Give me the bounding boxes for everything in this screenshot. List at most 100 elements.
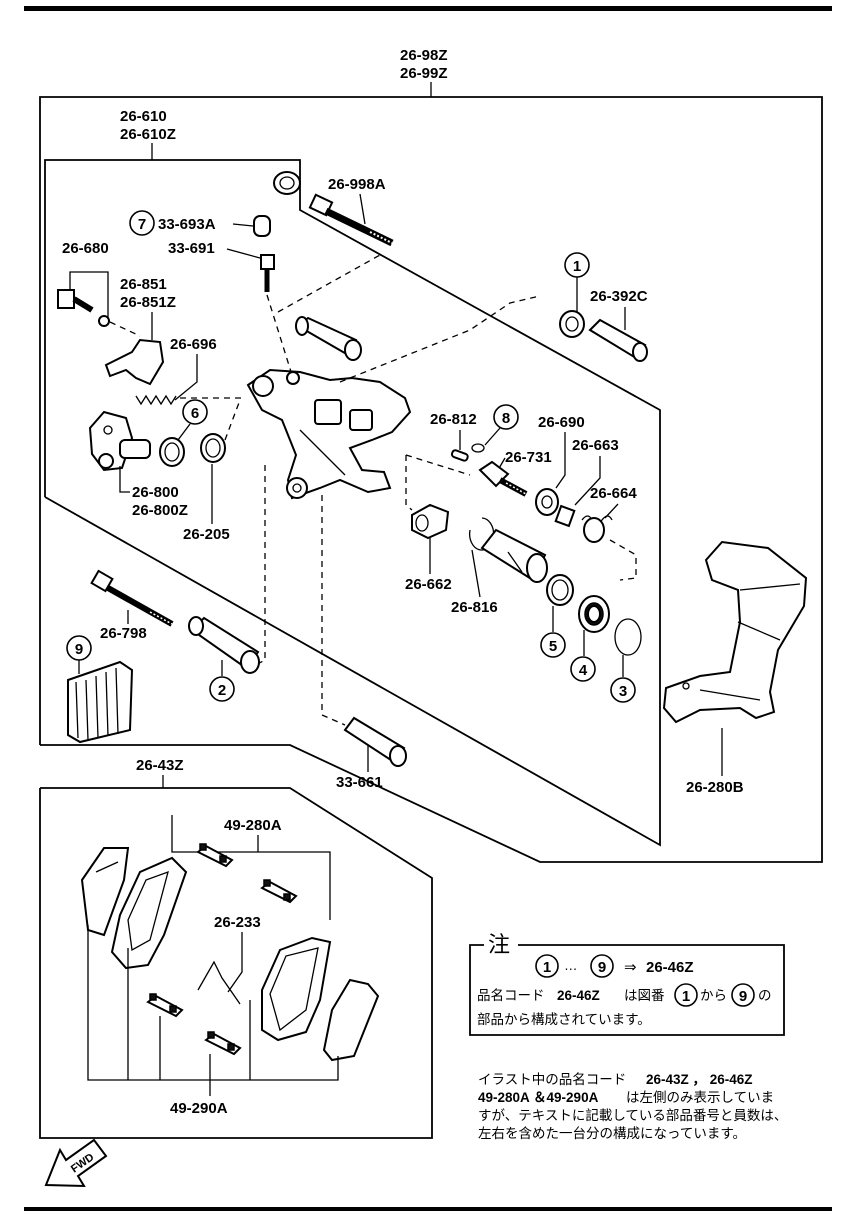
circle-7-number: 7 xyxy=(138,216,146,233)
caliper-support-bracket xyxy=(662,540,808,724)
sleeve-boot xyxy=(559,310,585,338)
circle-6-number: 6 xyxy=(191,405,199,422)
fwd-arrow-icon: FWD xyxy=(44,1138,108,1188)
circle-8 xyxy=(493,404,519,430)
note-line2-prefix: 品名コード xyxy=(477,988,545,1003)
label-33-693A: 33-693A xyxy=(158,216,216,233)
leader-circle-6 xyxy=(177,423,191,441)
label-26-812: 26-812 xyxy=(430,411,477,428)
circle-3 xyxy=(610,677,636,703)
bleeder-cap xyxy=(253,215,271,237)
dash-body-sleeve xyxy=(339,295,541,383)
note-arrow: ⇒ xyxy=(624,959,637,976)
brake-pad-right xyxy=(261,936,332,1042)
dash-bleeder xyxy=(266,294,293,376)
label-26-851Z: 26-851Z xyxy=(120,294,176,311)
note-line2-kara: から xyxy=(700,988,727,1003)
assembly-frame xyxy=(39,96,823,863)
assembly-code-2: 26-99Z xyxy=(400,65,448,82)
label-26-798: 26-798 xyxy=(100,625,147,642)
dust-boot-4 xyxy=(578,595,610,633)
pad-kit-bracket-bottom xyxy=(87,925,339,1081)
lever-seal xyxy=(159,437,185,467)
top-rule xyxy=(24,6,832,11)
spring-pin xyxy=(450,449,469,462)
circle-2-number: 2 xyxy=(218,682,226,699)
retainer xyxy=(554,504,576,528)
label-26-662: 26-662 xyxy=(405,576,452,593)
adjuster-spindle xyxy=(478,460,528,497)
dash-bolt xyxy=(109,321,141,337)
leader-26-696 xyxy=(174,354,198,401)
leader-26-680 xyxy=(69,271,109,318)
guide-bolt-26-798 xyxy=(90,569,174,627)
note-circle-9-number: 9 xyxy=(598,959,606,976)
circle-4 xyxy=(570,656,596,682)
pad-clip-lower-left xyxy=(146,993,184,1018)
label-26-392C: 26-392C xyxy=(590,288,648,305)
brake-pad-left xyxy=(110,856,188,970)
footnote-line1-prefix: イラスト中の品名コード xyxy=(478,1072,626,1087)
circle-3-number: 3 xyxy=(619,683,627,700)
note-circle-1-number: 1 xyxy=(543,959,551,976)
body-guide-pin xyxy=(295,316,362,361)
label-26-690: 26-690 xyxy=(538,414,585,431)
circle-1-number: 1 xyxy=(573,258,581,275)
note-kit-code: 26-46Z xyxy=(646,959,694,976)
label-26-998A: 26-998A xyxy=(328,176,386,193)
leader-33-693A xyxy=(232,223,254,227)
bleeder-screw xyxy=(260,254,275,292)
label-26-233: 26-233 xyxy=(214,914,261,931)
rubber-cap xyxy=(273,171,301,195)
label-49-280A: 49-280A xyxy=(224,817,282,834)
note-line2-code: 26-46Z xyxy=(557,988,600,1003)
circle-6 xyxy=(182,399,208,425)
footnote-line3: すが、テキストに記載している部品番号と員数は、 xyxy=(478,1107,787,1123)
label-33-661: 33-661 xyxy=(336,774,383,791)
dash-adjuster-top xyxy=(405,454,471,476)
piston-seal-5 xyxy=(546,574,574,606)
circle-9-number: 9 xyxy=(75,641,83,658)
label-26-280B: 26-280B xyxy=(686,779,744,796)
leader-26-816 xyxy=(471,549,481,598)
label-26-680: 26-680 xyxy=(62,240,109,257)
leader-33-691 xyxy=(226,248,261,259)
dash-boot xyxy=(224,399,241,441)
guide-pin-2 xyxy=(188,616,260,674)
bottom-rule xyxy=(24,1207,832,1211)
shim-kit xyxy=(67,660,134,744)
caliper-frame xyxy=(44,159,661,847)
label-26-663: 26-663 xyxy=(572,437,619,454)
note-box xyxy=(469,944,785,1036)
caliper-code-1: 26-610 xyxy=(120,108,167,125)
note-circle-9 xyxy=(590,954,614,978)
pad-clip-lower-right xyxy=(204,1031,242,1056)
parking-bracket xyxy=(104,338,165,386)
assembly-code-1: 26-98Z xyxy=(400,47,448,64)
label-26-664: 26-664 xyxy=(590,485,637,502)
sleeve-26-392C xyxy=(588,318,648,362)
circle-8-number: 8 xyxy=(502,410,510,427)
leader-26-800 xyxy=(119,466,130,493)
footnote-line2-text: は左側のみ表示していま xyxy=(626,1090,774,1105)
caliper-body xyxy=(246,368,412,500)
note-title: 注 xyxy=(488,932,510,957)
note-line2-no: の xyxy=(758,988,772,1003)
label-26-43Z: 26-43Z xyxy=(136,757,184,774)
footnote-line1-codes: 26-43Z ， 26-46Z xyxy=(646,1072,753,1087)
note-line3: 部品から構成されています。 xyxy=(477,1012,651,1027)
pad-clip-upper-left xyxy=(196,843,234,868)
label-26-816: 26-816 xyxy=(451,599,498,616)
dash-adjuster-left xyxy=(405,455,413,511)
o-ring-8 xyxy=(471,443,485,453)
footnote-line4: 左右を含めた一台分の構成になっています。 xyxy=(478,1126,746,1141)
pad-kit-frame xyxy=(39,787,433,1139)
note-range-dots: … xyxy=(564,958,578,973)
ring-3 xyxy=(614,618,642,656)
pad-kit-bracket-top xyxy=(171,815,331,920)
spring-coil xyxy=(583,517,605,543)
leader-circle-8 xyxy=(484,427,501,446)
note-line2-circle-1 xyxy=(674,983,698,1007)
mounting-bolt xyxy=(57,289,110,327)
